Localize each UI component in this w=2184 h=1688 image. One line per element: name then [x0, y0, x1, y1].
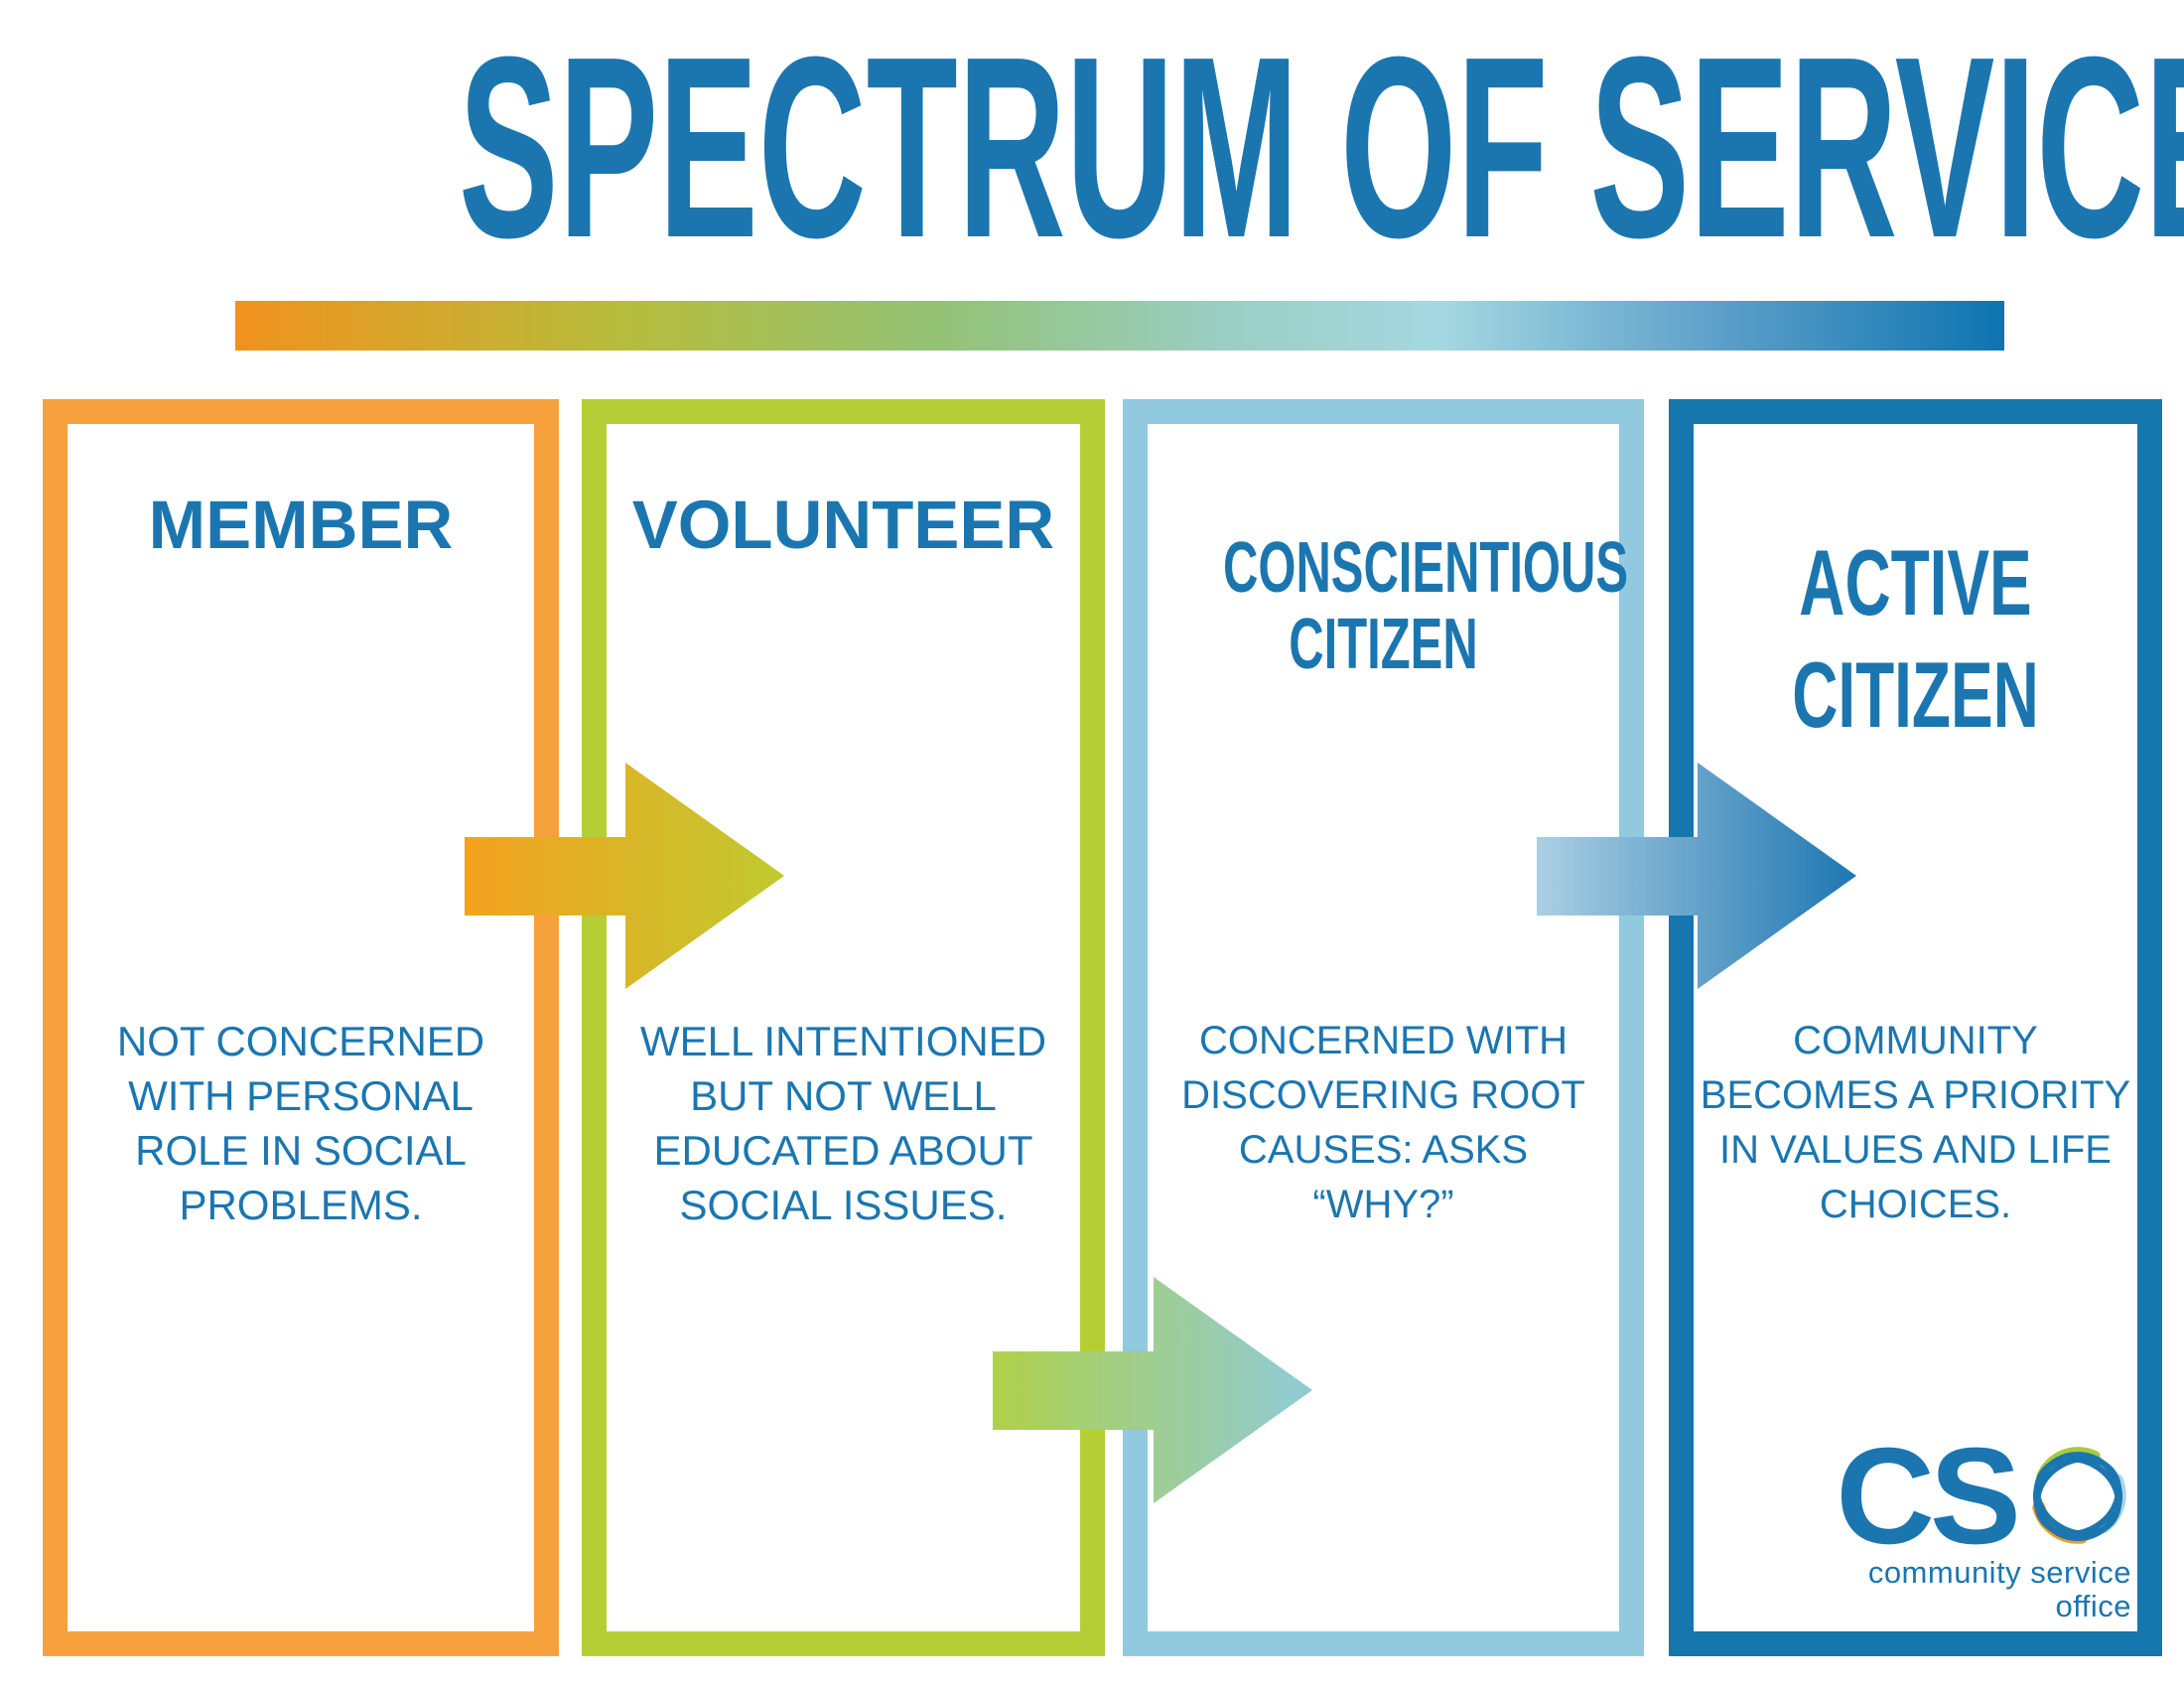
stage-title: VOLUNTEER: [631, 487, 1055, 563]
stage-box-volunteer: VOLUNTEER WELL INTENTIONED BUT NOT WELL …: [582, 399, 1105, 1656]
stage-description: COMMUNITY BECOMES A PRIORITY IN VALUES A…: [1700, 1019, 2131, 1226]
stage-title: CONSCIENTIOUS CITIZEN: [1223, 528, 1629, 684]
arrow-volunteer-to-conscientious-icon: [993, 1277, 1312, 1503]
arrow-member-to-volunteer-icon: [465, 763, 784, 989]
stage-box-active-citizen: ACTIVE CITIZEN COMMUNITY BECOMES A PRIOR…: [1669, 399, 2162, 1656]
stage-title: ACTIVE CITIZEN: [1792, 530, 2039, 747]
cso-globe-icon: [2032, 1447, 2126, 1544]
arrow-conscientious-to-active-icon: [1537, 763, 1856, 989]
cso-logo-row: CS: [1796, 1420, 2133, 1573]
cso-logo-text: CS: [1836, 1420, 2021, 1573]
cso-logo: CS community service office: [1796, 1420, 2133, 1623]
cso-logo-subtext: community service office: [1867, 1555, 2131, 1623]
spectrum-gradient-bar: [235, 301, 2004, 351]
stage-description: WELL INTENTIONED BUT NOT WELL EDUCATED A…: [639, 1018, 1047, 1228]
page-title: SPECTRUM OF SERVICE: [459, 4, 2184, 292]
stage-box-member: MEMBER NOT CONCERNED WITH PERSONAL ROLE …: [43, 399, 559, 1656]
stage-description: CONCERNED WITH DISCOVERING ROOT CAUSES: …: [1181, 1019, 1585, 1226]
stage-title: MEMBER: [148, 487, 454, 563]
stage-description: NOT CONCERNED WITH PERSONAL ROLE IN SOCI…: [116, 1018, 485, 1228]
